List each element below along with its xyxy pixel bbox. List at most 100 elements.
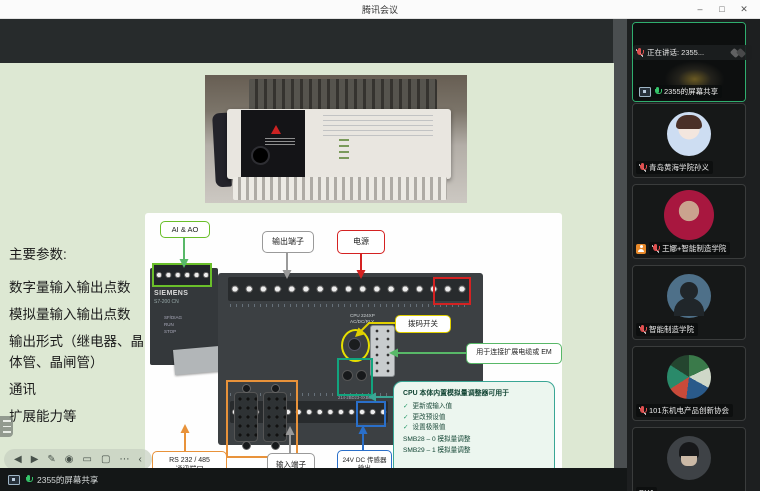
whiteboard-icon[interactable]: ▭ (82, 454, 92, 465)
participant-tile-1[interactable]: 2355的屏幕共享 (632, 22, 746, 102)
muted-mic-icon (639, 405, 647, 416)
callout-expansion: 用于连接扩展电缆或 EM (466, 343, 562, 364)
maximize-button[interactable]: □ (719, 4, 725, 14)
info-box-title: CPU 本体内置模拟量调整器可用于 (403, 390, 510, 397)
check-icon: ✓ (403, 403, 409, 410)
db9-connector (234, 384, 258, 450)
meeting-logo-watermark-icon (729, 47, 749, 59)
participant-name: 101东机电产品创新协会 (649, 406, 730, 415)
expansion-port (370, 325, 395, 377)
shared-screen-stage: 主要参数: 数字量输入输出点数 模拟量输入输出点数 输出形式（继电器、晶体管、晶… (0, 18, 627, 491)
mic-icon (636, 47, 644, 58)
avatar (667, 274, 711, 318)
shared-slide: 主要参数: 数字量输入输出点数 模拟量输入输出点数 输出形式（继电器、晶体管、晶… (0, 63, 614, 486)
plc-label-plate (172, 346, 222, 375)
ai-ao-terminal-highlight (152, 263, 212, 287)
share-status-bar: 2355的屏幕共享 (0, 468, 627, 491)
muted-mic-icon (639, 162, 647, 173)
share-status-label: 2355的屏幕共享 (37, 474, 99, 485)
diagram-card: SIEMENS S7-200 CN SF/DIAG RUN STOP (145, 213, 562, 483)
info-smb-line: SMB28 – 0 模拟量调整 (403, 435, 471, 443)
plc-product-photo (205, 75, 467, 203)
previous-slide-button[interactable]: ◀ (14, 454, 22, 465)
check-icon: ✓ (403, 424, 409, 431)
minimize-button[interactable]: – (697, 4, 703, 14)
screen-share-icon (639, 86, 651, 97)
participant-tile-3[interactable]: 王娜+智能制造学院 (632, 184, 746, 259)
avatar (667, 355, 711, 399)
power-terminal-highlight (433, 277, 471, 305)
participant-tile-2[interactable]: 青岛黄海学院孙义 (632, 103, 746, 178)
terminal-numbers (230, 304, 468, 307)
participant-tile-5[interactable]: 101东机电产品创新协会 (632, 346, 746, 421)
muted-mic-icon (639, 324, 647, 335)
titlebar: 腾讯会议 – □ ✕ (0, 0, 760, 19)
participant-name: 2355的屏幕共享 (664, 87, 719, 96)
parameters-block: 主要参数: 数字量输入输出点数 模拟量输入输出点数 输出形式（继电器、晶体管、晶… (9, 243, 151, 433)
rs232-ports-highlight (226, 380, 298, 458)
avatar (667, 112, 711, 156)
name-badge: 101东机电产品创新协会 (636, 404, 734, 417)
output-terminal-strip (228, 277, 470, 301)
plc-left-module: SIEMENS S7-200 CN SF/DIAG RUN STOP (150, 263, 222, 375)
comment-icon[interactable]: ▢ (100, 454, 111, 465)
parameter-item: 数字量输入输出点数 (9, 280, 131, 295)
photo-round-connector (251, 146, 270, 165)
muted-mic-icon (652, 243, 660, 254)
callout-ai-ao: AI & AO (160, 221, 210, 238)
sidebar-handle[interactable] (0, 416, 13, 437)
sensor-output-highlight (356, 401, 386, 427)
mic-on-icon (25, 474, 33, 485)
terminal-numbers (230, 393, 390, 396)
photo-led-column (339, 139, 349, 159)
name-badge: 智能制造学院 (636, 323, 698, 336)
info-smb-line: SMB29 – 1 模拟量调整 (403, 447, 471, 454)
more-icon[interactable]: ⋯ (119, 454, 130, 465)
screen-share-icon (8, 474, 20, 485)
photo-label-rows (323, 115, 433, 137)
plc-indicators: SF/DIAG RUN STOP (164, 315, 183, 334)
close-button[interactable]: ✕ (740, 4, 748, 14)
parameter-item: 模拟量输入输出点数 (9, 307, 131, 322)
mitsubishi-logo-icon (271, 125, 281, 134)
info-check-item: ✓更新或输入值 (403, 402, 554, 413)
photo-top-terminals (249, 79, 437, 113)
presenter-toolbar: ◀ ▶ ✎ ◉ ▭ ▢ ⋯ ‹ (4, 449, 152, 470)
participant-name: 王娜+智能制造学院 (662, 244, 727, 253)
pen-icon[interactable]: ✎ (47, 454, 56, 465)
avatar (667, 436, 711, 480)
parameter-item: 输出形式（继电器、晶体管、晶闸管） (9, 334, 144, 370)
name-badge: DYJ (636, 487, 658, 491)
analog-adjusters-highlight (337, 358, 373, 396)
collapse-toolbar-icon[interactable]: ‹ (138, 454, 142, 465)
info-check-item: ✓设置极限值 (403, 423, 554, 434)
photo-bottom-terminals (233, 177, 447, 200)
laser-pointer-icon[interactable]: ◉ (64, 454, 74, 465)
name-badge: 青岛黄海学院孙义 (636, 161, 713, 174)
name-badge: 2355的屏幕共享 (636, 85, 723, 98)
parameters-title: 主要参数: (9, 247, 67, 262)
participant-tile-6[interactable]: DYJ (632, 427, 746, 491)
plc-brand: SIEMENS (154, 290, 189, 297)
cpu-info-box: CPU 本体内置模拟量调整器可用于 ✓更新或输入值 ✓更改预设值 ✓设置极限值 … (393, 381, 555, 476)
next-slide-button[interactable]: ▶ (30, 454, 39, 465)
participant-name: 青岛黄海学院孙义 (649, 163, 709, 172)
cpu-label: CPU 224XP AC/DC/RLY (350, 313, 375, 324)
photo-logo-text (265, 138, 295, 146)
mic-on-icon (654, 86, 662, 97)
parameter-item: 通讯 (9, 382, 36, 397)
window-title: 腾讯会议 (361, 5, 398, 15)
panel-divider (613, 18, 627, 491)
callout-dip-switch: 拨码开关 (395, 315, 451, 333)
plc-part-number: 214-2BD23-0XB8 (338, 395, 371, 400)
participant-tile-4[interactable]: 智能制造学院 (632, 265, 746, 340)
info-check-item: ✓更改预设值 (403, 413, 554, 424)
avatar (664, 190, 714, 240)
host-badge-icon (636, 243, 646, 254)
participant-name: 智能制造学院 (649, 325, 694, 334)
plc-model: S7-200 CN (154, 299, 179, 305)
callout-power: 电源 (337, 230, 385, 254)
parameter-item: 扩展能力等 (9, 409, 77, 424)
participants-panel: 2355的屏幕共享 正在讲话: 2355... 青岛黄海学院孙义 (627, 18, 760, 491)
